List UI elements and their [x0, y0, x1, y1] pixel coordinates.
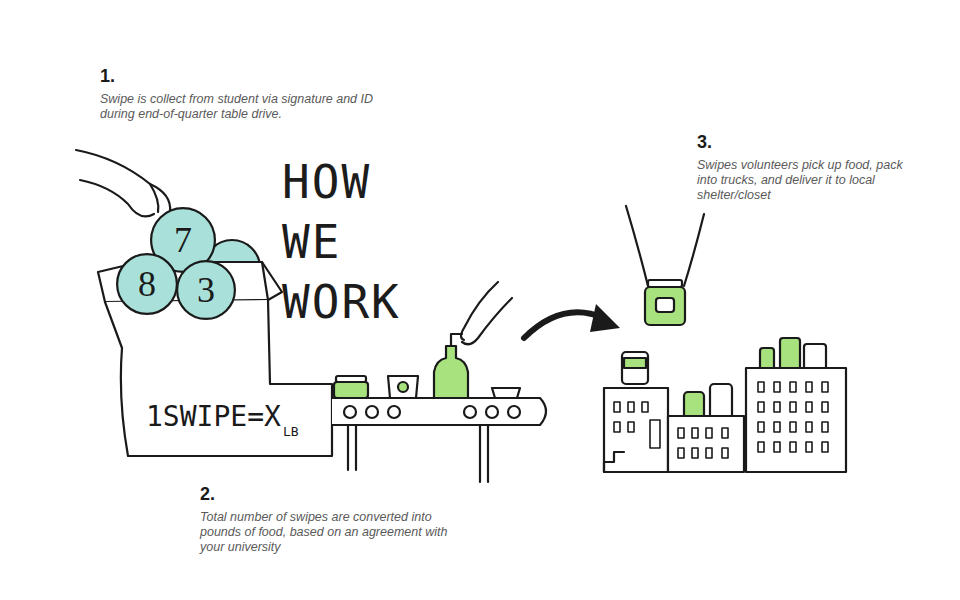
arrow-head: [590, 304, 620, 332]
step-description: Swipes volunteers pick up food, pack int…: [697, 158, 907, 203]
step-description: Swipe is collect from student via signat…: [100, 92, 400, 122]
diagram-title: HOW WE WORK: [282, 152, 414, 332]
circle-number: 8: [138, 263, 156, 305]
finger: [150, 184, 158, 212]
conveyor-belt: [332, 398, 546, 425]
building: [668, 416, 744, 472]
conveyor-leg: [348, 425, 488, 482]
step-number: 2.: [200, 484, 215, 505]
jar: [334, 382, 368, 398]
step-description: Total number of swipes are converted int…: [200, 510, 450, 555]
roller: [344, 406, 356, 418]
circle-outline: [117, 254, 177, 314]
circle-number: 7: [174, 219, 192, 261]
cup-label: [398, 382, 408, 392]
building: [746, 368, 846, 472]
step-number: 1.: [100, 66, 115, 87]
jar: [645, 287, 685, 325]
unit-subscript: LB: [283, 424, 299, 439]
building: [604, 388, 668, 472]
number-circle: 3: [176, 260, 236, 320]
bottle: [710, 384, 732, 420]
stairs: [604, 452, 624, 472]
circle-number: 3: [197, 269, 215, 311]
jar-label: [656, 298, 674, 312]
roller: [464, 406, 476, 418]
cup: [388, 376, 418, 398]
roller: [486, 406, 498, 418]
number-circle: 8: [116, 253, 178, 315]
jar: [622, 352, 648, 384]
windows: [614, 382, 828, 458]
roller: [388, 406, 400, 418]
jar-label: [624, 358, 646, 368]
hand: [626, 206, 648, 286]
conversion-formula: 1SWIPE=X: [146, 400, 281, 433]
circle-outline: [177, 261, 235, 319]
hand: [461, 282, 498, 340]
hand: [684, 214, 704, 286]
step-number: 3.: [697, 132, 712, 153]
hand: [76, 150, 170, 212]
roller: [366, 406, 378, 418]
box-flap: [262, 262, 282, 300]
roller: [508, 406, 520, 418]
bowl: [492, 388, 520, 398]
hand: [80, 180, 154, 216]
hand: [462, 298, 512, 344]
pump-bottle: [434, 346, 468, 398]
